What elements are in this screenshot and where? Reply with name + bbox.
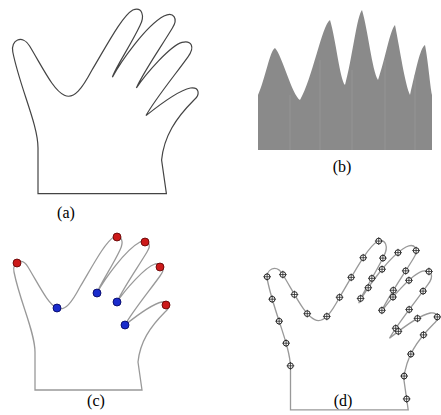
sample-point [378,265,386,273]
sample-point [395,328,403,336]
sample-point [403,395,411,403]
panel-label: (b) [333,158,352,176]
sample-point [412,247,420,255]
sample-point [291,291,299,299]
panel-label: (c) [87,392,105,410]
sample-point [364,284,372,292]
sample-point [389,286,397,294]
sample-point [336,293,344,301]
sample-point [402,267,410,275]
sample-point [389,293,397,301]
panel-label: (d) [334,392,353,410]
panel-label: (a) [57,204,75,222]
sample-point [420,331,428,339]
sample-point [357,295,365,303]
sample-point [263,273,271,281]
sample-point [394,249,402,257]
sample-point [407,350,415,358]
sample-point [323,313,331,321]
sample-point [375,237,383,245]
hand-keypoints [13,233,170,390]
sample-point [414,315,422,323]
sample-point [287,362,295,370]
sample-point [425,268,433,276]
sample-point [279,271,287,279]
sample-point [282,339,290,347]
sample-point [359,254,367,262]
sample-point [268,295,276,303]
sample-point [378,306,386,314]
sample-point [303,310,311,318]
hand-samples [263,237,441,410]
sample-point [405,306,413,314]
sample-point [419,287,427,295]
sample-point [400,372,408,380]
sample-point [275,317,283,325]
sample-point [405,277,413,285]
contour-profile [258,10,432,150]
hand-outline [12,9,198,193]
sample-point [433,313,441,321]
sample-point [379,254,387,262]
sample-point [347,274,355,282]
sample-point [368,275,376,283]
